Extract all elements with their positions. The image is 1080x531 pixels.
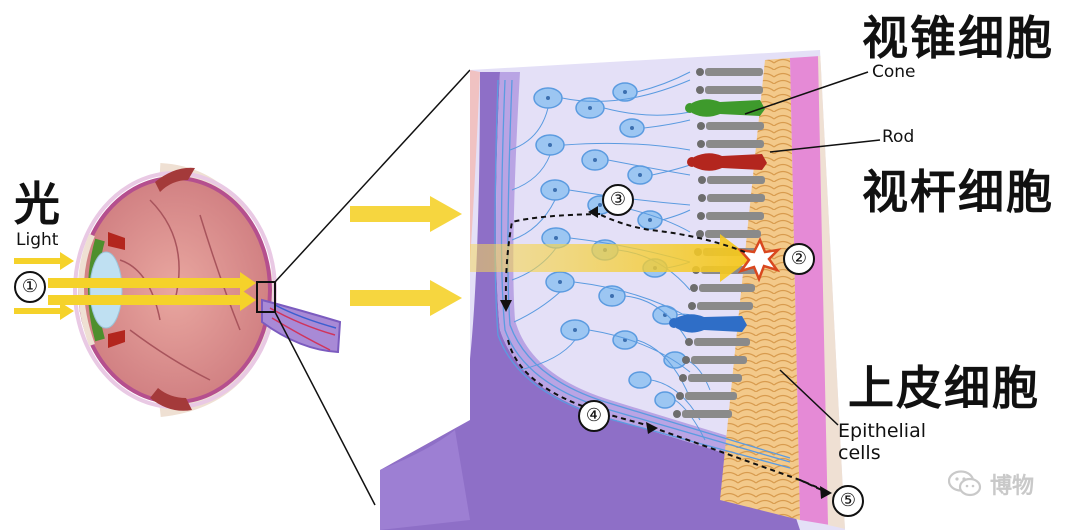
label-light-en: Light <box>16 230 59 250</box>
step-marker-4: ④ <box>578 400 610 432</box>
label-rod-en: Rod <box>882 127 915 147</box>
label-epithelial-en-2: cells <box>838 442 881 464</box>
zoom-box <box>256 281 276 313</box>
incoming-light-arrows <box>14 252 256 320</box>
label-cone-en: Cone <box>872 62 916 82</box>
label-epithelial-zh: 上皮细胞 <box>848 361 1040 415</box>
photoreceptor-layer <box>669 68 767 418</box>
wechat-icon <box>948 470 982 497</box>
starburst <box>736 236 782 283</box>
label-epithelial-en-1: Epithelial <box>838 420 927 442</box>
watermark: 博物 <box>948 468 1034 500</box>
retina-panel <box>380 50 845 530</box>
step-marker-5: ⑤ <box>832 485 864 517</box>
green-cone-cell <box>685 99 765 117</box>
step-marker-2: ② <box>783 243 815 275</box>
step-marker-1: ① <box>14 271 46 303</box>
eyeball <box>73 69 471 506</box>
watermark-text: 博物 <box>990 474 1035 499</box>
label-rod-zh: 视杆细胞 <box>862 165 1054 219</box>
outer-light-arrows <box>350 196 462 316</box>
blue-cone-cell <box>669 314 747 333</box>
red-rod-cell <box>687 153 767 171</box>
leader-lines <box>744 71 881 426</box>
label-cone-zh: 视锥细胞 <box>862 11 1054 65</box>
label-light-zh: 光 <box>14 177 62 231</box>
step-marker-3: ③ <box>602 184 634 216</box>
